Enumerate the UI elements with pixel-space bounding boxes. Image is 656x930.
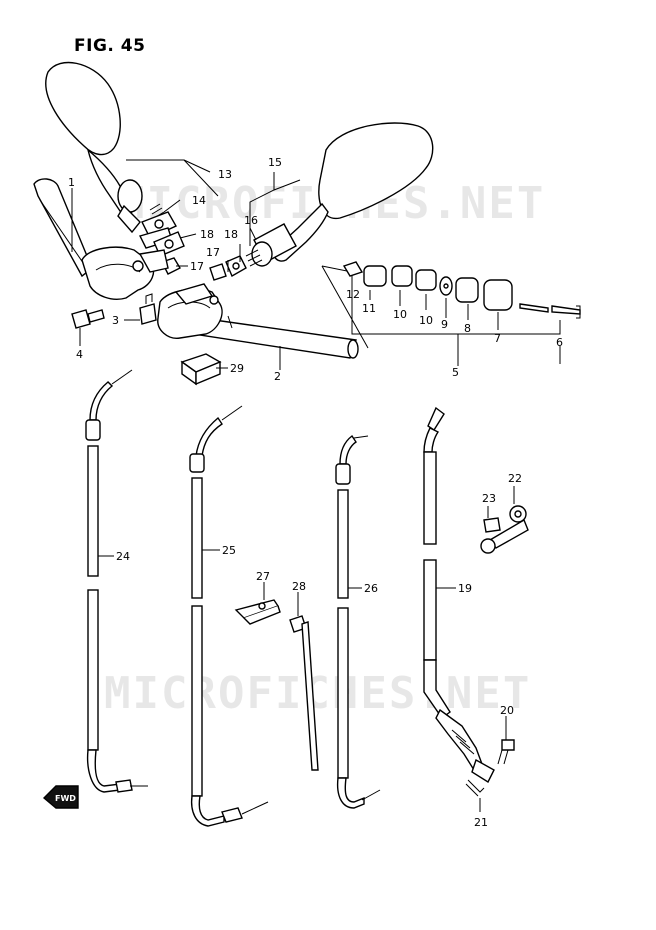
cable-tie (289, 615, 319, 771)
callout-17b: 17 (190, 260, 204, 273)
callout-25: 25 (222, 544, 236, 557)
callout-8: 8 (464, 322, 471, 335)
callout-29: 29 (230, 362, 244, 375)
hex-bolt (71, 309, 105, 329)
callout-leaders (71, 188, 561, 812)
callout-9: 9 (441, 318, 448, 331)
clutch-cable-19 (423, 406, 495, 784)
callout-12: 12 (346, 288, 360, 301)
throttle-cable-25 (189, 405, 269, 827)
throttle-cable-24 (85, 369, 148, 793)
callout-18a: 18 (200, 228, 214, 241)
callout-6: 6 (556, 336, 563, 349)
cable-clamp (234, 599, 281, 625)
callout-10a: 10 (393, 308, 407, 321)
cable-bracket (480, 505, 529, 554)
callout-13-leader (183, 159, 211, 173)
callout-3: 3 (112, 314, 119, 327)
watermark-bottom: MICROFICHES.NET (104, 668, 532, 719)
throttle-grip (33, 178, 169, 300)
fwd-label: FWD (55, 794, 76, 803)
callout-labels: 1 2 3 4 5 6 7 8 9 10 10 11 12 13 14 15 1… (68, 156, 563, 829)
callout-11: 11 (362, 302, 376, 315)
callout-15: 15 (268, 156, 282, 169)
callout-17a: 17 (206, 246, 220, 259)
callout-23: 23 (482, 492, 496, 505)
figure-title: FIG. 45 (74, 36, 146, 56)
callout-4: 4 (76, 348, 83, 361)
callout-13: 13 (218, 168, 232, 181)
small-bolt-right (209, 263, 227, 281)
callout-19: 19 (458, 582, 472, 595)
callout-27: 27 (256, 570, 270, 583)
handlebar (157, 283, 359, 359)
washer-right (225, 255, 247, 277)
callout-1: 1 (68, 176, 75, 189)
cotter-pin (465, 779, 485, 797)
callout-7: 7 (494, 332, 501, 345)
right-mirror (245, 122, 434, 267)
callout-20: 20 (500, 704, 514, 717)
callout-2: 2 (274, 370, 281, 383)
callout-16: 16 (244, 214, 258, 227)
fwd-arrow-icon: FWD (42, 785, 79, 809)
callout-21: 21 (474, 816, 488, 829)
bar-end-parts (342, 261, 581, 319)
adjuster-bolt (497, 739, 515, 765)
callout-15-bracket (249, 172, 301, 246)
callout-14: 14 (192, 194, 206, 207)
balancer-block (180, 353, 222, 386)
callout-5: 5 (452, 366, 459, 379)
left-mirror (45, 61, 165, 234)
callout-22: 22 (508, 472, 522, 485)
bracket-bolt (483, 517, 501, 533)
clamp-bolt (139, 293, 157, 325)
callout-26: 26 (364, 582, 378, 595)
callout-24: 24 (116, 550, 130, 563)
choke-cable-26 (335, 434, 381, 809)
callout-10b: 10 (419, 314, 433, 327)
callout-28: 28 (292, 580, 306, 593)
callout-18b: 18 (224, 228, 238, 241)
mirror-mount-nut (138, 211, 177, 249)
